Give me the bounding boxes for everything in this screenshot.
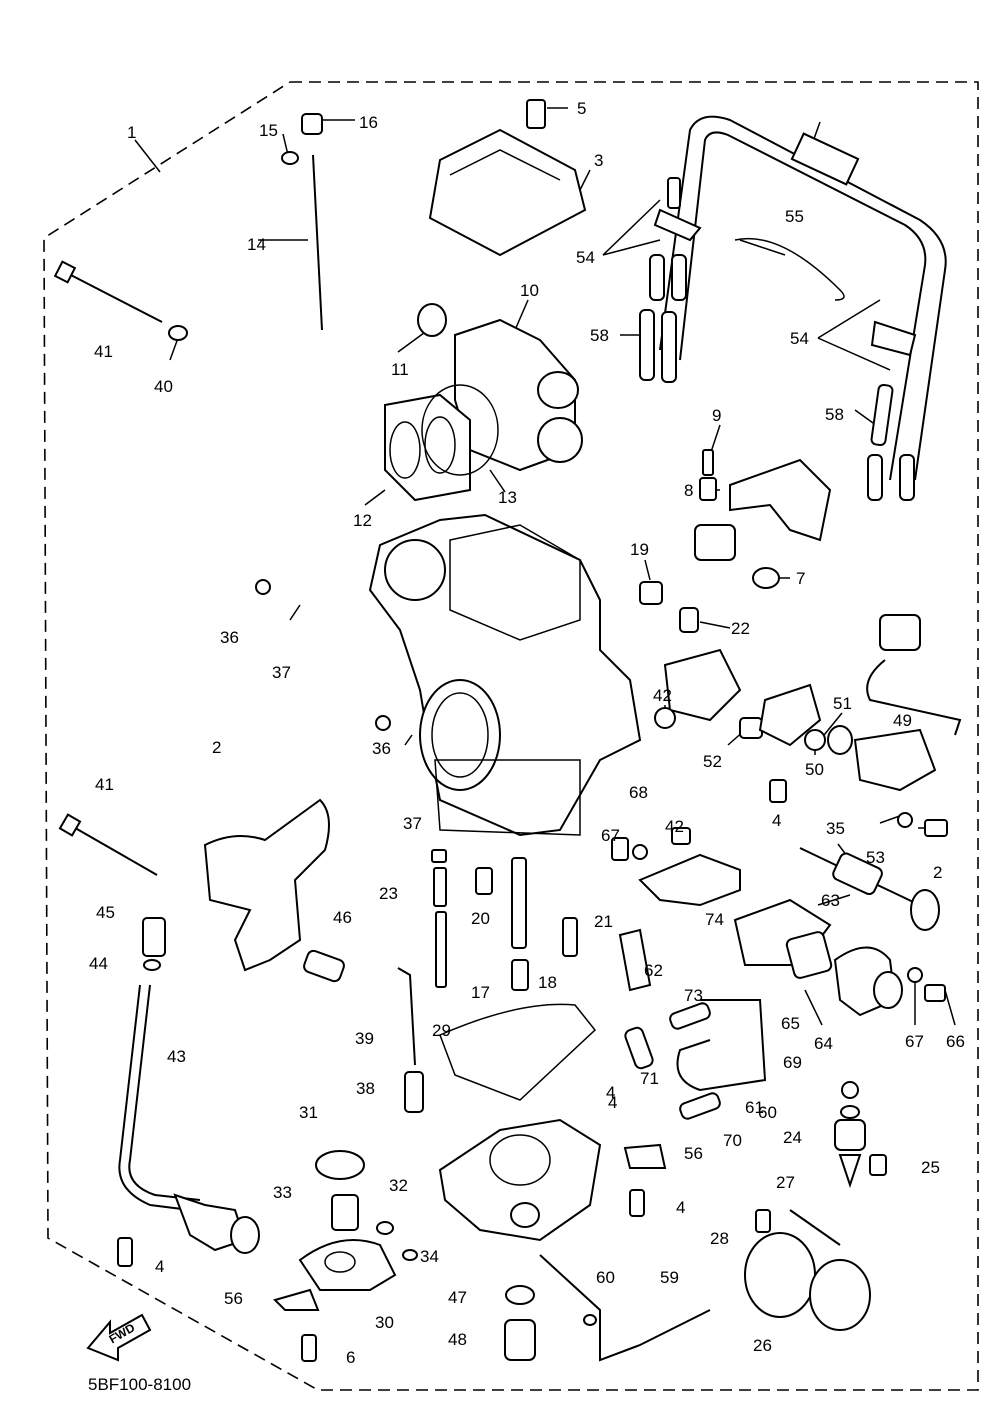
callout: 4 (676, 1198, 685, 1217)
callout: 9 (712, 406, 721, 425)
callout: 69 (783, 1053, 802, 1072)
callout: 4 (608, 1093, 617, 1112)
callout: 29 (432, 1021, 451, 1040)
callout: 36 (372, 739, 391, 758)
callout: 67 (905, 1032, 924, 1051)
callout: 70 (723, 1131, 742, 1150)
callout: 53 (866, 848, 885, 867)
callout: 60 (596, 1268, 615, 1287)
callout: 67 (601, 826, 620, 845)
callout: 38 (356, 1079, 375, 1098)
callout: 14 (247, 235, 266, 254)
callout-labels: 1 2 2 3 4 4 4 4 4 5 6 7 8 9 10 11 12 13 … (89, 99, 965, 1367)
callout: 46 (333, 908, 352, 927)
callout: 58 (590, 326, 609, 345)
callout: 73 (684, 986, 703, 1005)
callout: 61 (745, 1098, 764, 1117)
callout: 37 (403, 814, 422, 833)
callout: 64 (814, 1034, 833, 1053)
callout: 16 (359, 113, 378, 132)
callout: 5 (577, 99, 586, 118)
callout: 56 (224, 1289, 243, 1308)
callout: 47 (448, 1288, 467, 1307)
callout: 4 (155, 1257, 164, 1276)
callout: 7 (796, 569, 805, 588)
callout: 71 (640, 1069, 659, 1088)
part-outlines (53, 99, 962, 1362)
callout: 54 (790, 329, 809, 348)
callout: 2 (212, 738, 221, 757)
callout: 51 (833, 694, 852, 713)
callout: 15 (259, 121, 278, 140)
callout: 63 (821, 891, 840, 910)
callout: 33 (273, 1183, 292, 1202)
callout: 4 (772, 811, 781, 830)
callout: 2 (933, 863, 942, 882)
callout: 49 (893, 711, 912, 730)
callout: 12 (353, 511, 372, 530)
callout: 28 (710, 1229, 729, 1248)
callout: 56 (684, 1144, 703, 1163)
callout: 52 (703, 752, 722, 771)
leader-lines (134, 107, 956, 1026)
callout: 35 (826, 819, 845, 838)
callout: 10 (520, 281, 539, 300)
assembly-boundary (43, 81, 979, 1391)
callout: 66 (946, 1032, 965, 1051)
callout: 36 (220, 628, 239, 647)
callout: 1 (127, 123, 136, 142)
callout: 40 (154, 377, 173, 396)
callout: 24 (783, 1128, 802, 1147)
callout: 54 (576, 248, 595, 267)
callout: 18 (538, 973, 557, 992)
callout: 41 (94, 342, 113, 361)
callout: 22 (731, 619, 750, 638)
callout: 21 (594, 912, 613, 931)
callout: 37 (272, 663, 291, 682)
callout: 65 (781, 1014, 800, 1033)
callout: 26 (753, 1336, 772, 1355)
callout: 20 (471, 909, 490, 928)
callout: 6 (346, 1348, 355, 1367)
callout: 74 (705, 910, 724, 929)
callout: 25 (921, 1158, 940, 1177)
callout: 13 (498, 488, 517, 507)
callout: 30 (375, 1313, 394, 1332)
callout: 60 (758, 1103, 777, 1122)
callout: 32 (389, 1176, 408, 1195)
callout: 55 (785, 207, 804, 226)
callout: 42 (653, 686, 672, 705)
callout: 58 (825, 405, 844, 424)
callout: 48 (448, 1330, 467, 1349)
callout: 4 (606, 1083, 615, 1102)
callout: 11 (391, 360, 409, 379)
callout: 39 (355, 1029, 374, 1048)
callout: 8 (684, 481, 693, 500)
callout: 59 (660, 1268, 679, 1287)
callout: 62 (644, 961, 663, 980)
diagram-code: 5BF100-8100 (88, 1375, 191, 1394)
callout: 44 (89, 954, 108, 973)
callout: 27 (776, 1173, 795, 1192)
callout: 50 (805, 760, 824, 779)
callout: 31 (299, 1103, 318, 1122)
callout: 34 (420, 1247, 439, 1266)
callout: 68 (629, 783, 648, 802)
callout: 23 (379, 884, 398, 903)
callout: 42 (665, 817, 684, 836)
callout: 19 (630, 540, 649, 559)
callout: 41 (95, 775, 114, 794)
callout: 43 (167, 1047, 186, 1066)
callout: 45 (96, 903, 115, 922)
callout: 3 (594, 151, 603, 170)
callout: 17 (471, 983, 490, 1002)
